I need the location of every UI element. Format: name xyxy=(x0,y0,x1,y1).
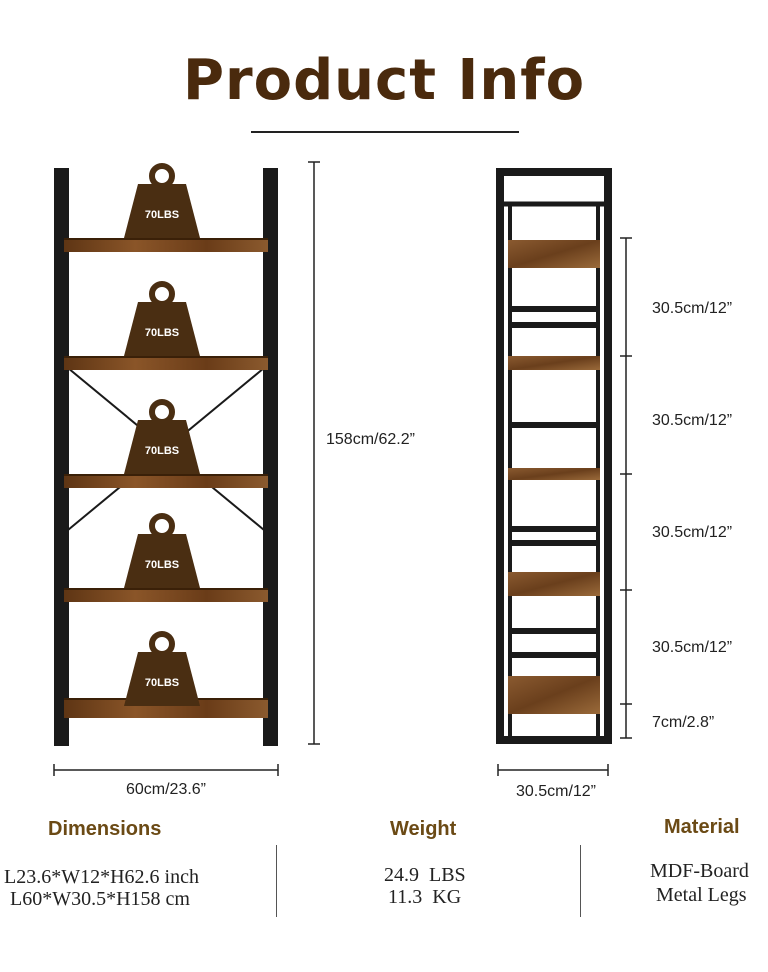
weight-lbs: 24.9 LBS xyxy=(384,864,466,886)
side-shelf xyxy=(508,240,600,268)
shelf-gap-4: 30.5cm/12” xyxy=(652,639,732,656)
material-heading: Material xyxy=(664,816,740,838)
side-view: 30.5cm/12” 30.5cm/12” 30.5cm/12” 30.5cm/… xyxy=(496,168,732,800)
side-crossbar xyxy=(512,540,598,546)
front-shelf xyxy=(64,698,268,718)
shelf-gap-1: 30.5cm/12” xyxy=(652,300,732,317)
weight-kg: 11.3 KG xyxy=(388,886,462,908)
front-shelves xyxy=(64,238,268,718)
side-crossbar xyxy=(512,422,598,428)
material-legs: Metal Legs xyxy=(656,884,747,906)
side-crossbar xyxy=(512,322,598,328)
side-frame xyxy=(496,168,612,744)
weight-icon: 70LBS xyxy=(124,631,200,706)
side-crossbar xyxy=(512,306,598,312)
bottom-gap: 7cm/2.8” xyxy=(652,714,714,731)
page-title: Product Info xyxy=(182,48,586,113)
depth-label: 30.5cm/12” xyxy=(516,783,596,800)
side-shelf xyxy=(508,356,600,370)
side-crossbar xyxy=(512,628,598,634)
weight-label: 70LBS xyxy=(145,677,179,689)
weight-icon: 70LBS xyxy=(124,281,200,356)
front-shelf xyxy=(64,474,268,488)
height-label: 158cm/62.2” xyxy=(326,431,415,448)
dimensions-heading: Dimensions xyxy=(48,818,162,840)
weight-label: 70LBS xyxy=(145,445,179,457)
weight-icon: 70LBS xyxy=(124,163,200,238)
left-post xyxy=(54,168,69,746)
side-shelves xyxy=(508,240,600,714)
spec-divider-2 xyxy=(580,845,581,917)
side-crossbars xyxy=(512,306,598,658)
front-view: 70LBS 70LBS 70LBS 70LBS 70LBS 158cm/62.2” 60… xyxy=(53,161,415,798)
shelf-gap-3: 30.5cm/12” xyxy=(652,524,732,541)
weight-label: 70LBS xyxy=(145,327,179,339)
weight-icon: 70LBS xyxy=(124,399,200,474)
weight-icons: 70LBS 70LBS 70LBS 70LBS 70LBS xyxy=(124,163,200,706)
front-shelf xyxy=(64,588,268,602)
title-underline xyxy=(251,131,519,133)
side-shelf xyxy=(508,676,600,714)
weight-icon: 70LBS xyxy=(124,513,200,588)
front-shelf xyxy=(64,238,268,252)
weight-label: 70LBS xyxy=(145,209,179,221)
front-shelf xyxy=(64,356,268,370)
spec-divider-1 xyxy=(276,845,277,917)
side-crossbar xyxy=(512,526,598,532)
weight-label: 70LBS xyxy=(145,559,179,571)
side-shelf xyxy=(508,572,600,596)
side-shelf xyxy=(508,468,600,480)
side-crossbar xyxy=(512,652,598,658)
dimensions-inch: L23.6*W12*H62.6 inch xyxy=(4,866,199,888)
right-post xyxy=(263,168,278,746)
dimensions-cm: L60*W30.5*H158 cm xyxy=(10,888,190,910)
weight-heading: Weight xyxy=(390,818,457,840)
width-label: 60cm/23.6” xyxy=(126,781,206,798)
material-board: MDF-Board xyxy=(650,860,749,882)
shelf-gap-2: 30.5cm/12” xyxy=(652,412,732,429)
